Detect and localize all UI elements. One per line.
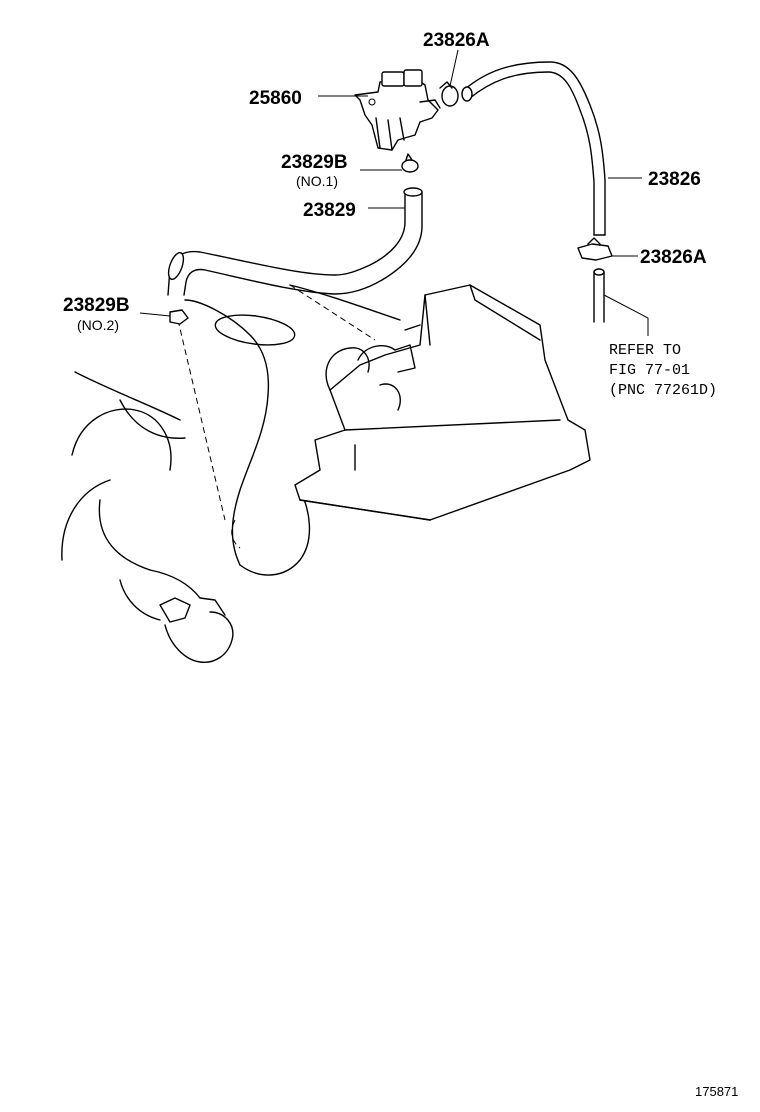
clamp-23826a-top[interactable] bbox=[439, 81, 459, 107]
reference-line-3: (PNC 77261D) bbox=[609, 382, 717, 399]
figure-code: 175871 bbox=[695, 1084, 738, 1099]
engine-silhouette bbox=[61, 284, 591, 663]
reference-pipe bbox=[593, 268, 605, 323]
hose-23829[interactable] bbox=[166, 187, 423, 296]
label-23826a-bottom: 23826A bbox=[640, 247, 707, 268]
label-23826a-top: 23826A bbox=[423, 30, 490, 51]
clamp-23829b-no1[interactable] bbox=[401, 153, 419, 173]
label-25860: 25860 bbox=[249, 88, 302, 109]
label-23829b-no1: 23829B bbox=[281, 152, 348, 173]
label-23826: 23826 bbox=[648, 169, 701, 190]
clamp-23826a-bottom[interactable] bbox=[577, 237, 613, 261]
routing-dashes bbox=[177, 284, 376, 549]
vsv-valve[interactable] bbox=[354, 69, 441, 151]
reference-line-2: FIG 77-01 bbox=[609, 362, 690, 379]
hose-23826[interactable] bbox=[461, 61, 606, 236]
label-23829b-no2: 23829B bbox=[63, 295, 130, 316]
note-no2: (NO.2) bbox=[77, 317, 119, 333]
leader-lines bbox=[139, 49, 649, 336]
reference-line-1: REFER TO bbox=[609, 342, 681, 359]
clamp-23829b-no2[interactable] bbox=[169, 309, 189, 325]
note-no1: (NO.1) bbox=[296, 173, 338, 189]
label-23829: 23829 bbox=[303, 200, 356, 221]
